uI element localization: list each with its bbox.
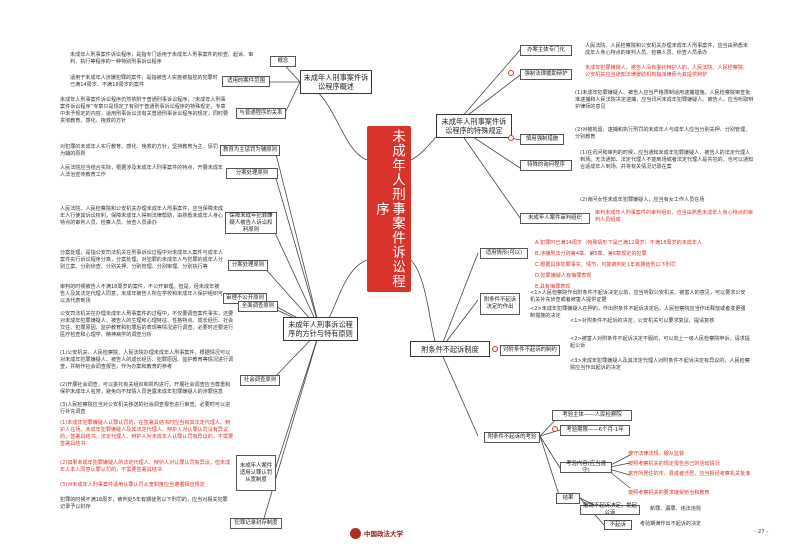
page-number: - 27 - [754, 529, 769, 535]
remedy-item-2: <2>被害人对附条件不起诉决定不服的，可以向上一级人民检察院申诉，请求提起公诉 [570, 336, 750, 349]
exam-sub-1: 遵守法律法规，服从监督 [628, 451, 685, 457]
condition-d: D.犯罪嫌疑人有悔罪表现 [535, 273, 592, 279]
exam-subject: 考验主体——人民检察院 [552, 410, 632, 421]
exam-sub-2: 按照考察机关的规定报告自己的活动情况 [628, 461, 720, 467]
center-title: 未成年人刑事案件诉讼程序 [367, 126, 411, 292]
result-sub-2: 考验期满作出不起诉的决定 [640, 521, 702, 527]
defense-text: 未成年犯罪嫌疑人、被告人没有委托辩护人的，人民法院、人民检察院、公安机关应当通知… [585, 65, 749, 78]
plea-item-3: (3)对未成年人刑事案件适用认罪认罚从宽制度应当遵循相应规定 [60, 482, 205, 488]
social-label: 社会调查原则 [240, 375, 280, 386]
edu-label: 分案处理原则 [226, 168, 278, 179]
conditions-label: 适用情形(可以) [480, 248, 528, 259]
circle-icon [552, 426, 558, 432]
arrest-text: (1)未成年犯罪嫌疑人、被告人应当严格限制适用逮捕措施。人民检察院审查批准逮捕和… [575, 90, 754, 110]
scope-text: 适用于未成年人涉嫌犯罪的案件，是指被告人实施被指控的犯罪时已满14周岁、不满18… [70, 75, 218, 88]
protect-text: 人民法院、人民检察院和公安机关办理未成年人刑事案件，应当保障未成年人行使其诉讼权… [60, 206, 224, 226]
university-name: 中国政法大学 [364, 530, 403, 538]
separate-text: 分案处理，是指公安司法机关在刑事诉讼过程中对未成年人案件与成年人案件实行诉讼程序… [60, 250, 224, 270]
interrogate-label: 特殊的询问程序 [520, 160, 572, 171]
university-logo: 中国政法大学 [350, 527, 403, 539]
branch-overview: 未成年人刑事案件诉讼程序概述 [300, 70, 372, 94]
record-label: 犯罪记录封存制度 [230, 518, 282, 529]
full-label: 全面调查原则 [238, 301, 278, 312]
decision-label: 附条件不起诉决定的作出 [480, 293, 520, 315]
closed-text: 审判的时候被告人不满18周岁的案件，不公开审理。但是，经未成年被告人及其法定代理… [60, 284, 224, 304]
social-item-2: (2)开展社会调查，可以委托有关组织和机构进行。开展社会调查应当尊重和保护未成年… [60, 382, 231, 395]
scope-label: 适用的案件范围 [222, 76, 270, 87]
relation-text: 未成年人刑事案件诉讼程序仍然依附于普通刑事诉讼程序，“未成年人刑事案件诉讼程序”… [60, 97, 229, 124]
arrest-label: 慎用强制措施 [520, 134, 564, 145]
circle-icon [492, 346, 498, 352]
social-item-3: (3)人民检察院应当对公安机关移送的社会调查报告进行审查，必要时可以进行补充调查 [60, 402, 231, 415]
separate-label: 分案处理原则 [228, 260, 268, 271]
lawyer-label: 办案主体专门化 [520, 45, 572, 56]
exam-sub-3: 离开所居住的市、县或者迁居，应当报经考察机关批准 [628, 471, 751, 477]
result-2: 不起诉 [604, 520, 632, 530]
lawyer-text: 人民法院、人民检察院和公安机关办理未成年人刑事案件，应当由熟悉未成年人身心特点的… [585, 43, 749, 56]
edu-text: 人民法院应当结合实际，根据涉及未成年人刑事案件的特点，开展未成年人法治宣传教育工… [60, 165, 224, 178]
arrest-text-2: (2)对被拘留、逮捕和执行刑罚的未成年人与成年人应当分别关押、分别管理、分别教育 [575, 127, 751, 140]
exam-period: 考验期限——6个月-1年 [560, 425, 630, 436]
relation-label: 与普通程序的关系 [236, 108, 286, 119]
exam-sub-4: 按照考察机关的要求接受矫治和教育 [628, 490, 710, 496]
plea-label: 未成年人案件适用认罪认罚从宽制度 [236, 455, 276, 491]
exam-content: 考验内容(应当遵守) [560, 461, 612, 474]
exam-result: 结果 [556, 493, 580, 504]
remedy-item-3: <3>未成年犯罪嫌疑人及其法定代理人对附条件不起诉决定有异议的，人民检察院应当作… [570, 358, 750, 371]
protect-label: 保障未成年犯罪嫌疑人被告人诉讼权利原则 [225, 212, 277, 234]
policy-text: 对犯罪的未成年人实行教育、感化、挽救的方针，坚持教育为主、惩罚为辅的原则 [60, 144, 218, 157]
condition-c: C.根据具体犯罪事实、情节，可能被判处1年有期徒刑以下刑罚 [535, 262, 676, 268]
supervise-label: 附条件不起诉的考验 [484, 432, 540, 443]
defense-label: 强制法律援助辩护 [520, 69, 572, 80]
decision-item-2: <2>未成年犯罪嫌疑人在押的，作出附条件不起诉决定后，人民检察院应当作出释放或者… [530, 306, 746, 319]
circle-icon [508, 135, 514, 141]
branch-conditional-non-prosecution: 附条件不起诉制度 [410, 341, 490, 357]
seal-icon [350, 527, 361, 539]
concept-label: 概念 [270, 56, 296, 67]
concept-text: 未成年人刑事案件诉讼程序，是指专门适用于未成年人刑事案件的侦查、起诉、审判、执行… [70, 52, 254, 65]
circle-icon [508, 70, 514, 76]
social-item-1: (1)公安机关、人民检察院、人民法院办理未成年人刑事案件，根据情况可以对未成年犯… [60, 350, 234, 370]
result-sub-1: 新罪、漏罪、违法违规 [650, 506, 701, 512]
interrogate-text-2: (2)询问女性未成年犯罪嫌疑人，应当有女工作人员在场 [580, 197, 705, 203]
condition-a: A.犯罪时已满14周岁（特殊情形下是已满12周岁）不满18周岁的未成年人 [535, 240, 703, 246]
plea-item-2: (2)如果未成年犯罪嫌疑人的法定代理人、辩护人对认罪认罚有异议，但未成年人本人同… [60, 460, 231, 473]
record-text: 犯罪的时候不满18周岁，被判处5年有期徒刑以下刑罚的，应当对相关犯罪记录予以封存 [60, 497, 228, 510]
decision-item-1: <1>人民检察院作出附条件不起诉决定以前，应当听取公安机关、被害人的意见，可以要… [530, 290, 746, 303]
result-1: 撤销不起诉决定，提起公诉 [580, 503, 640, 516]
condition-b: B.涉嫌刑法分则第4章、第5章、第6章规定的犯罪 [535, 251, 647, 257]
remedy-label: 对附条件不起诉的制约 [500, 345, 560, 356]
branch-special-rules: 未成年人刑事案件诉讼程序的特殊规定 [436, 114, 512, 138]
full-text: 公安司法机关在办理未成年人刑事案件的过程中，不仅要调查案件事实，还要对未成年犯罪… [60, 311, 234, 338]
condition-e: E.具有悔罪表现 [535, 284, 571, 290]
review-label: 未成年人案件审判组织 [520, 213, 590, 224]
branch-principles: 未成年人刑事诉讼程序的方针与特有原则 [283, 317, 358, 341]
remedy-item-1: <1>对附条件不起诉的决定，公安机关可以要求复议、提请复核 [570, 318, 715, 324]
plea-item-1: (1)未成年犯罪嫌疑人认罪认罚的，在签署具结书时应当有其法定代理人、辩护人在场。… [60, 420, 234, 447]
interrogate-text: (1)在讯问和审判的时候，应当通知未成年犯罪嫌疑人、被告人的法定代理人到场。无法… [580, 150, 754, 170]
review-text: 审判未成年人刑事案件的审判组织，应当由熟悉未成年人身心特点的审判人员组成 [595, 210, 753, 223]
policy-label: 教育为主惩罚为辅原则 [220, 145, 280, 156]
